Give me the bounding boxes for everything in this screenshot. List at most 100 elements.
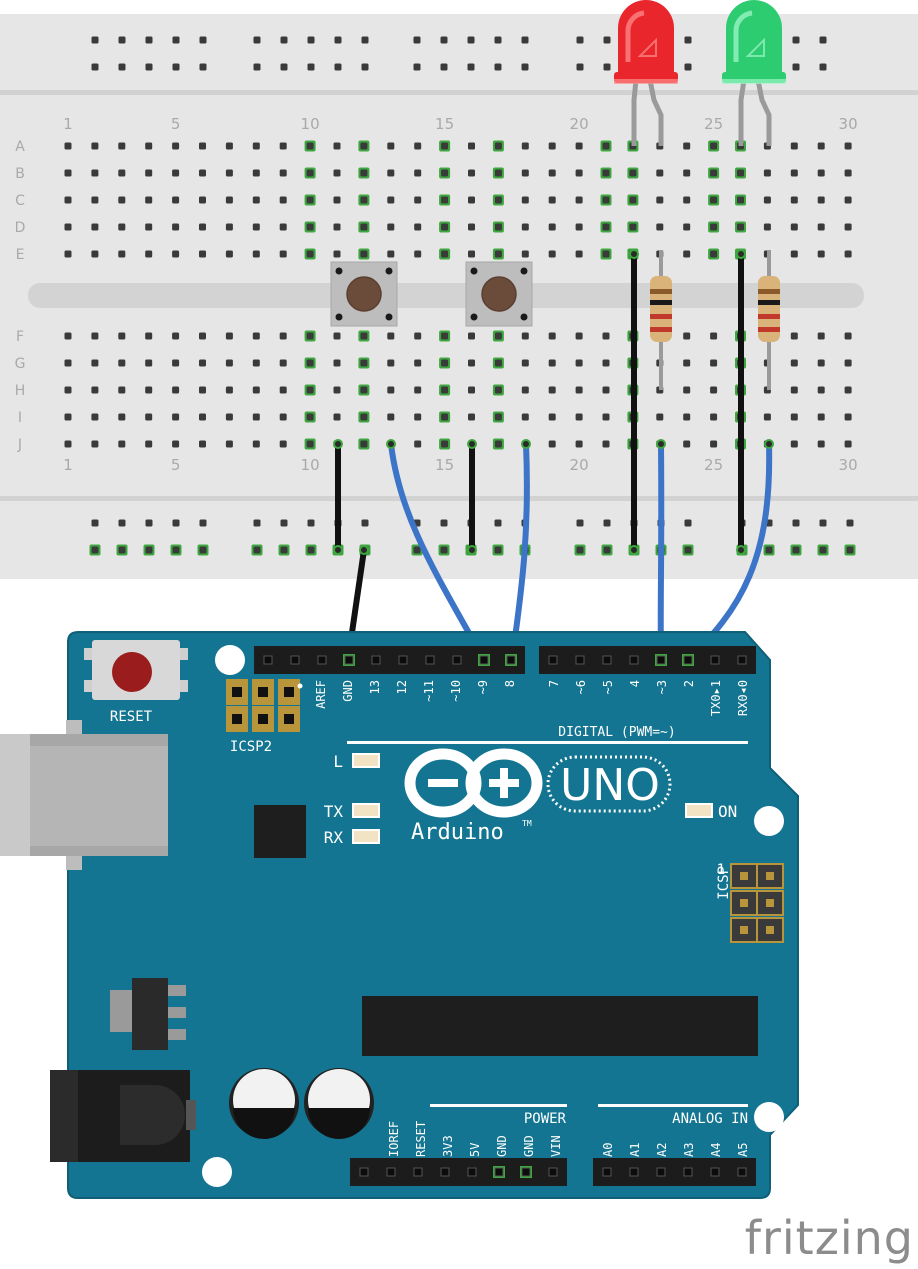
power-silk-line [430,1104,567,1107]
breadboard-hole [306,223,314,231]
breadboard-hole [602,169,610,177]
rail-hole [521,36,529,44]
rail-hole [118,63,126,71]
rail-hole [440,519,448,527]
breadboard-hole [468,223,475,231]
digital-pin-label: 2 [682,680,696,687]
breadboard-hole [575,359,583,367]
wire-end [629,545,639,555]
column-label-bottom: 1 [63,456,73,474]
red-led-leg [631,79,639,146]
icsp-pin [766,872,774,880]
breadboard-hole [817,359,825,367]
breadboard-hole [817,386,825,394]
rail-hole [199,63,207,71]
push-button-1-cap [346,276,382,312]
breadboard-hole [387,250,395,258]
breadboard-hole [844,359,852,367]
breadboard-hole [414,196,422,204]
breadboard-hole [817,142,825,150]
breadboard-hole [521,169,529,177]
breadboard-hole [306,413,314,421]
digital-pin-label: 8 [503,680,517,687]
header-pin [359,1167,369,1177]
header-pin [629,655,639,665]
breadboard-hole [387,332,395,340]
rail-hole [792,519,800,527]
icsp2-pin [258,714,268,724]
breadboard-hole [64,169,72,177]
header-pin [506,655,516,665]
rail-hole [172,519,180,527]
breadboard-hole [252,223,260,231]
breadboard-hole [64,223,72,231]
breadboard-hole [468,359,475,367]
header-pin [467,1167,477,1177]
rail-hole [280,519,288,527]
breadboard-hole [306,386,314,394]
rail-hole [846,546,854,554]
rail-hole [334,63,342,71]
rail-hole [792,546,800,554]
reset-button [112,652,152,692]
breadboard-hole [494,413,502,421]
breadboard-hole [225,359,233,367]
button-corner [520,313,528,321]
breadboard-hole [575,386,583,394]
icsp-pin-frame [730,917,758,943]
breadboard-hole [790,250,798,258]
breadboard-hole [710,386,718,394]
dc-jack-barrel [120,1085,185,1145]
breadboard-hole [333,223,341,231]
usb-shell [30,746,168,846]
breadboard-hole [199,359,206,367]
rail-hole [91,36,99,44]
breadboard-hole [575,250,583,258]
regulator-leg [168,1007,186,1018]
breadboard-hole [790,359,798,367]
analog-pin-label: A5 [736,1143,750,1157]
rail-hole [307,63,315,71]
breadboard-hole [118,250,126,258]
breadboard-hole [844,196,852,204]
breadboard-hole [441,250,449,258]
analog-label: ANALOG IN [672,1111,748,1127]
digital-pin-label: 13 [368,680,382,694]
breadboard-hole [306,169,314,177]
breadboard-hole [548,359,556,367]
breadboard-hole [441,440,449,448]
breadboard-hole [844,223,852,231]
dc-jack-pin [186,1100,196,1130]
row-label: D [15,220,26,236]
breadboard-hole [710,223,718,231]
breadboard-hole [548,413,556,421]
board-led [352,829,380,844]
column-label-top: 30 [839,115,858,133]
breadboard-hole [521,386,529,394]
button-corner [335,267,343,275]
breadboard-hole [118,142,126,150]
breadboard-hole [656,413,664,421]
rail-hole [199,546,207,554]
breadboard-hole [602,440,610,448]
breadboard-hole [737,196,744,204]
breadboard-hole [225,440,233,448]
breadboard-hole [790,413,798,421]
header-pin [263,655,273,665]
digital-pin-label: ~11 [422,680,436,702]
breadboard-hole [548,196,556,204]
wire-end [386,439,396,449]
green-led-leg [755,79,772,146]
breadboard-hole [145,440,153,448]
digital-pin-label: TX0▸1 [709,680,723,716]
breadboard-hole [521,413,529,421]
plus-icon-v [500,768,508,798]
digital-header-right [539,646,756,674]
icsp-pin [740,899,748,907]
resistor-band [758,300,780,305]
breadboard-hole [710,440,718,448]
breadboard-hole [414,169,422,177]
breadboard-hole [844,250,852,258]
